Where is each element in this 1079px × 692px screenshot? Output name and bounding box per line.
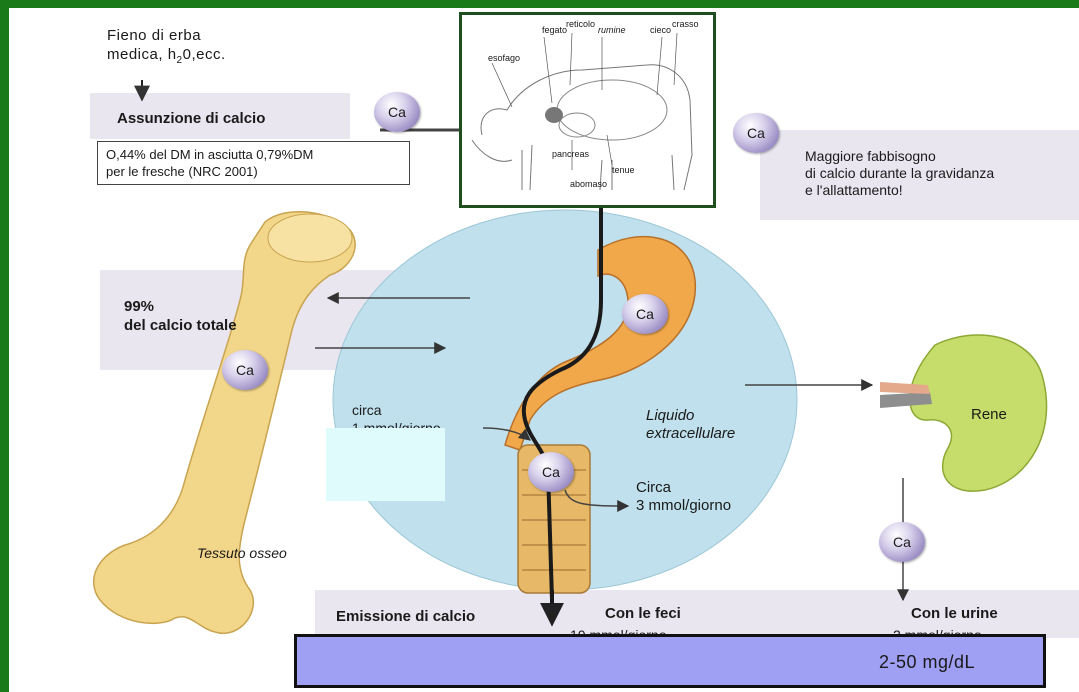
ca-ion-intestine: Ca — [528, 452, 574, 492]
cover-patch — [326, 428, 445, 501]
extracellular-label: Liquido extracellulare — [646, 407, 735, 443]
intake-source: Fieno di erba medica, h20,ecc. — [107, 26, 226, 70]
cow-label-fegato: fegato — [542, 25, 567, 35]
cow-label-tenue: tenue — [612, 165, 635, 175]
pregnancy-line2: di calcio durante la gravidanza — [805, 165, 994, 182]
bone-total-label: del calcio totale — [124, 317, 237, 334]
cow-label-reticolo: reticolo — [566, 19, 595, 29]
pregnancy-note: Maggiore fabbisogno di calcio durante la… — [805, 148, 994, 199]
ca-ion-stomach: Ca — [622, 294, 668, 334]
cow-label-abomaso: abomaso — [570, 179, 607, 189]
intake-info-line1: O,44% del DM in asciutta 0,79%DM — [106, 146, 401, 163]
intake-source-line2: medica, h20,ecc. — [107, 45, 226, 70]
cow-label-crasso: crasso — [672, 19, 699, 29]
ca-ion-pregnancy: Ca — [733, 113, 779, 153]
pregnancy-line1: Maggiore fabbisogno — [805, 148, 994, 165]
cow-diagram: esofago fegato reticolo rumine cieco cra… — [459, 12, 716, 208]
range-box-text: 2-50 mg/dL — [879, 652, 975, 673]
intake-info-box: O,44% del DM in asciutta 0,79%DM per le … — [97, 141, 410, 185]
bone-shape — [94, 212, 355, 634]
gut-circa-right-value: 3 mmol/giorno — [636, 497, 731, 514]
emission-urine: Con le urine — [911, 605, 998, 622]
kidney-label: Rene — [971, 406, 1007, 423]
emission-title: Emissione di calcio — [336, 608, 475, 625]
extracellular-line1: Liquido — [646, 407, 735, 425]
kidney-shape — [880, 335, 1047, 491]
cow-label-esofago: esofago — [488, 53, 520, 63]
intake-info-line2: per le fresche (NRC 2001) — [106, 163, 401, 180]
bone-tissue-label: Tessuto osseo — [197, 545, 287, 561]
cow-sketch — [462, 15, 713, 205]
cow-label-pancreas: pancreas — [552, 149, 589, 159]
bone-percent: 99% — [124, 298, 154, 315]
cow-label-rumine: rumine — [598, 25, 626, 35]
gut-circa-left: circa — [352, 402, 382, 418]
range-box: 2-50 mg/dL — [294, 634, 1046, 688]
gut-circa-right: Circa — [636, 479, 671, 496]
extracellular-line2: extracellulare — [646, 425, 735, 443]
emission-feces: Con le feci — [605, 605, 681, 622]
ca-ion-kidney: Ca — [879, 522, 925, 562]
cow-label-cieco: cieco — [650, 25, 671, 35]
ca-ion-intake: Ca — [374, 92, 420, 132]
intake-title: Assunzione di calcio — [117, 110, 265, 127]
intake-source-line1: Fieno di erba — [107, 26, 226, 45]
ca-ion-bone: Ca — [222, 350, 268, 390]
pregnancy-line3: e l'allattamento! — [805, 182, 994, 199]
